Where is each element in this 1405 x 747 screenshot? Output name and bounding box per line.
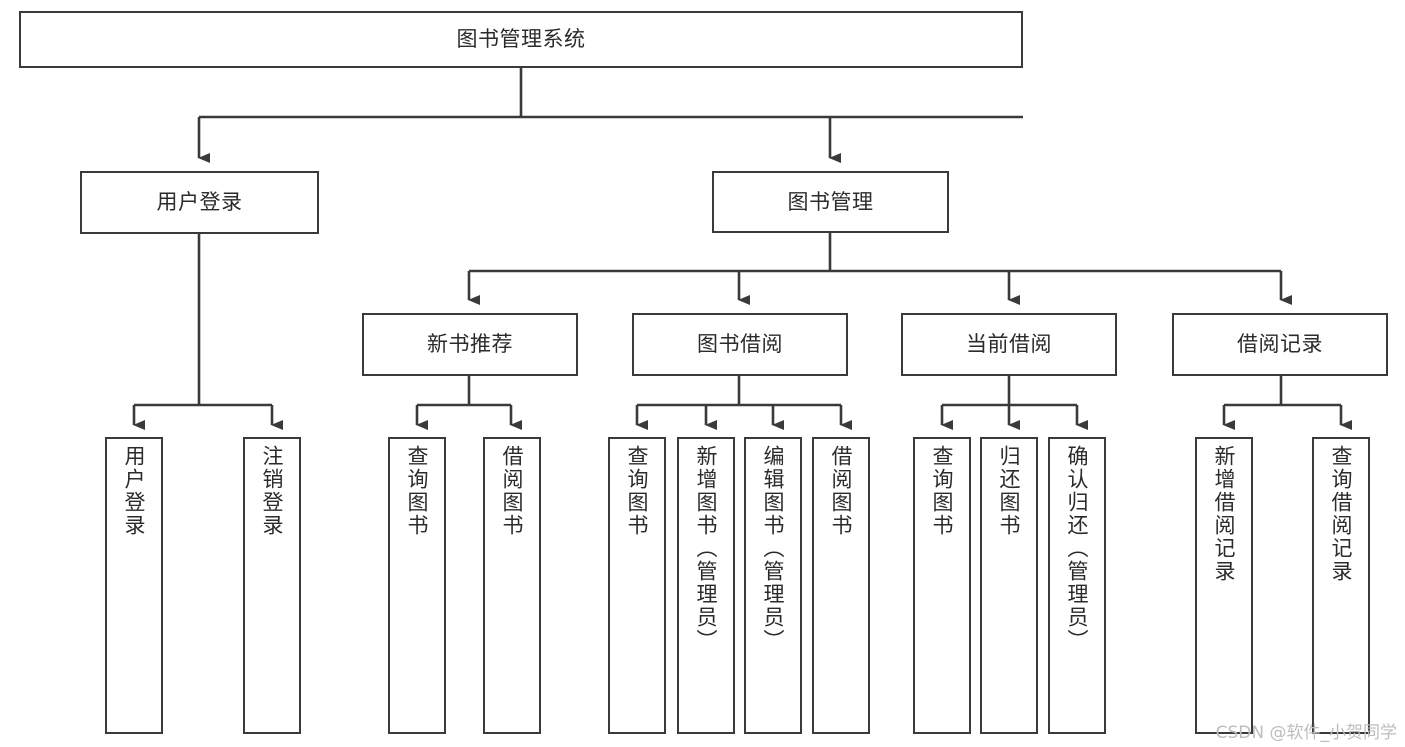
- leaf-query-book-3[interactable]: 查询图书: [913, 437, 971, 734]
- node-book-borrow-label: 图书借阅: [697, 332, 783, 357]
- node-borrow-record[interactable]: 借阅记录: [1172, 313, 1388, 376]
- node-book-manage-label: 图书管理: [787, 189, 874, 214]
- leaf-edit-book[interactable]: 编辑图书（管理员）: [744, 437, 802, 734]
- leaf-confirm-return-label: 确认归还（管理员）: [1065, 445, 1090, 652]
- leaf-add-book-label: 新增图书（管理员）: [694, 445, 719, 652]
- leaf-logout[interactable]: 注销登录: [243, 437, 301, 734]
- csdn-watermark: CSDN @软件_小贺同学: [1215, 723, 1397, 743]
- leaf-add-record[interactable]: 新增借阅记录: [1195, 437, 1253, 734]
- leaf-return-book[interactable]: 归还图书: [980, 437, 1038, 734]
- leaf-borrow-book-1[interactable]: 借阅图书: [483, 437, 541, 734]
- leaf-query-book-1[interactable]: 查询图书: [388, 437, 446, 734]
- leaf-query-book-3-label: 查询图书: [930, 445, 955, 537]
- leaf-add-record-label: 新增借阅记录: [1212, 445, 1237, 583]
- leaf-user-login-label: 用户登录: [122, 445, 147, 537]
- node-book-manage[interactable]: 图书管理: [712, 171, 949, 233]
- node-new-book-rec[interactable]: 新书推荐: [362, 313, 578, 376]
- leaf-query-record-label: 查询借阅记录: [1329, 445, 1354, 583]
- leaf-add-book[interactable]: 新增图书（管理员）: [677, 437, 735, 734]
- leaf-query-record[interactable]: 查询借阅记录: [1312, 437, 1370, 734]
- leaf-edit-book-label: 编辑图书（管理员）: [761, 445, 786, 652]
- leaf-borrow-book-2[interactable]: 借阅图书: [812, 437, 870, 734]
- leaf-user-login[interactable]: 用户登录: [105, 437, 163, 734]
- leaf-borrow-book-1-label: 借阅图书: [500, 445, 525, 537]
- leaf-borrow-book-2-label: 借阅图书: [829, 445, 854, 537]
- node-root-label: 图书管理系统: [456, 27, 586, 52]
- node-borrow-record-label: 借阅记录: [1237, 332, 1323, 357]
- leaf-logout-label: 注销登录: [260, 445, 285, 537]
- node-book-borrow[interactable]: 图书借阅: [632, 313, 848, 376]
- node-new-book-rec-label: 新书推荐: [427, 332, 513, 357]
- node-root[interactable]: 图书管理系统: [19, 11, 1023, 68]
- leaf-query-book-2-label: 查询图书: [625, 445, 650, 537]
- leaf-query-book-1-label: 查询图书: [405, 445, 430, 537]
- node-current-borrow-label: 当前借阅: [966, 332, 1052, 357]
- leaf-confirm-return[interactable]: 确认归还（管理员）: [1048, 437, 1106, 734]
- leaf-return-book-label: 归还图书: [997, 445, 1022, 537]
- node-current-borrow[interactable]: 当前借阅: [901, 313, 1117, 376]
- node-user-login-label: 用户登录: [156, 190, 243, 215]
- node-user-login[interactable]: 用户登录: [80, 171, 319, 234]
- leaf-query-book-2[interactable]: 查询图书: [608, 437, 666, 734]
